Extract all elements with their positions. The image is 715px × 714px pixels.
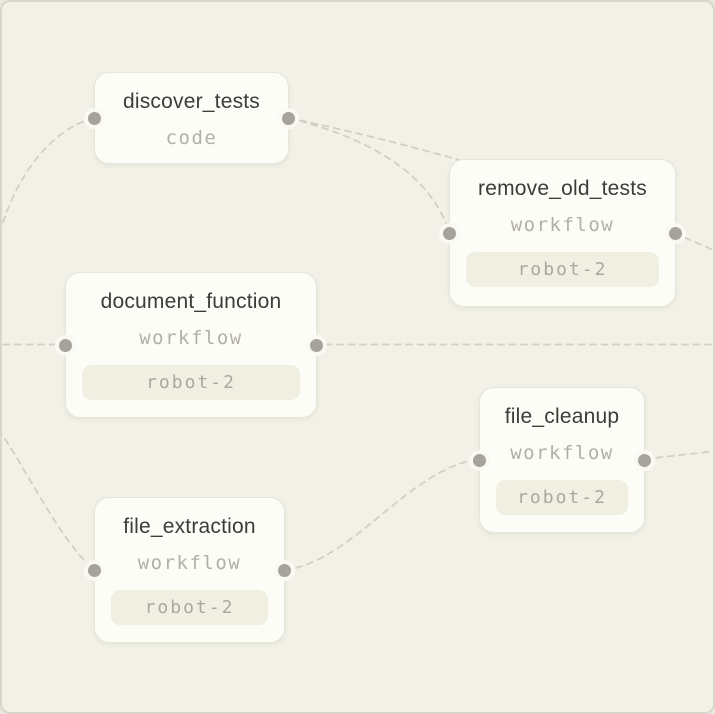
connection-dot-right[interactable]	[282, 111, 295, 125]
connection-dot-left[interactable]	[443, 226, 456, 240]
node-discover_tests[interactable]: discover_tests code	[88, 72, 295, 164]
connection-dot-left[interactable]	[473, 453, 486, 467]
connection-dot-right[interactable]	[278, 563, 291, 577]
edge-file_cleanup-to-right-offscreen	[644, 450, 713, 460]
node-type-label: code	[165, 127, 218, 149]
edge-discover_tests-to-remove_old_tests	[288, 117, 450, 232]
node-type-label: workflow	[139, 327, 243, 349]
node-title: remove_old_tests	[478, 177, 647, 200]
connection-dot-left[interactable]	[88, 563, 101, 577]
node-title: file_cleanup	[504, 405, 620, 428]
node-tag-badge: robot-2	[466, 252, 659, 287]
node-tag-badge: robot-2	[496, 480, 628, 515]
edge-file_extraction-to-file_cleanup	[284, 458, 480, 571]
edge-left-offscreen-to-discover_tests	[2, 117, 95, 229]
connection-dot-left[interactable]	[88, 111, 101, 125]
connection-dot-left[interactable]	[59, 338, 72, 352]
node-file_cleanup[interactable]: file_cleanup workflow robot-2	[473, 387, 651, 533]
node-title: document_function	[100, 290, 282, 313]
node-tag-badge: robot-2	[111, 590, 268, 625]
node-remove_old_tests[interactable]: remove_old_tests workflow robot-2	[443, 159, 682, 307]
node-title: file_extraction	[123, 515, 256, 538]
connection-dot-right[interactable]	[638, 453, 651, 467]
node-type-label: workflow	[510, 442, 614, 464]
connection-dot-right[interactable]	[310, 338, 323, 352]
node-document_function[interactable]: document_function workflow robot-2	[59, 272, 323, 418]
edge-left-offscreen-to-file_extraction	[2, 432, 95, 571]
node-type-label: workflow	[137, 552, 242, 574]
connection-dot-right[interactable]	[669, 226, 682, 240]
node-title: discover_tests	[122, 90, 261, 113]
node-file_extraction[interactable]: file_extraction workflow robot-2	[88, 497, 291, 643]
node-type-label: workflow	[510, 214, 615, 236]
node-tag-badge: robot-2	[82, 365, 300, 400]
